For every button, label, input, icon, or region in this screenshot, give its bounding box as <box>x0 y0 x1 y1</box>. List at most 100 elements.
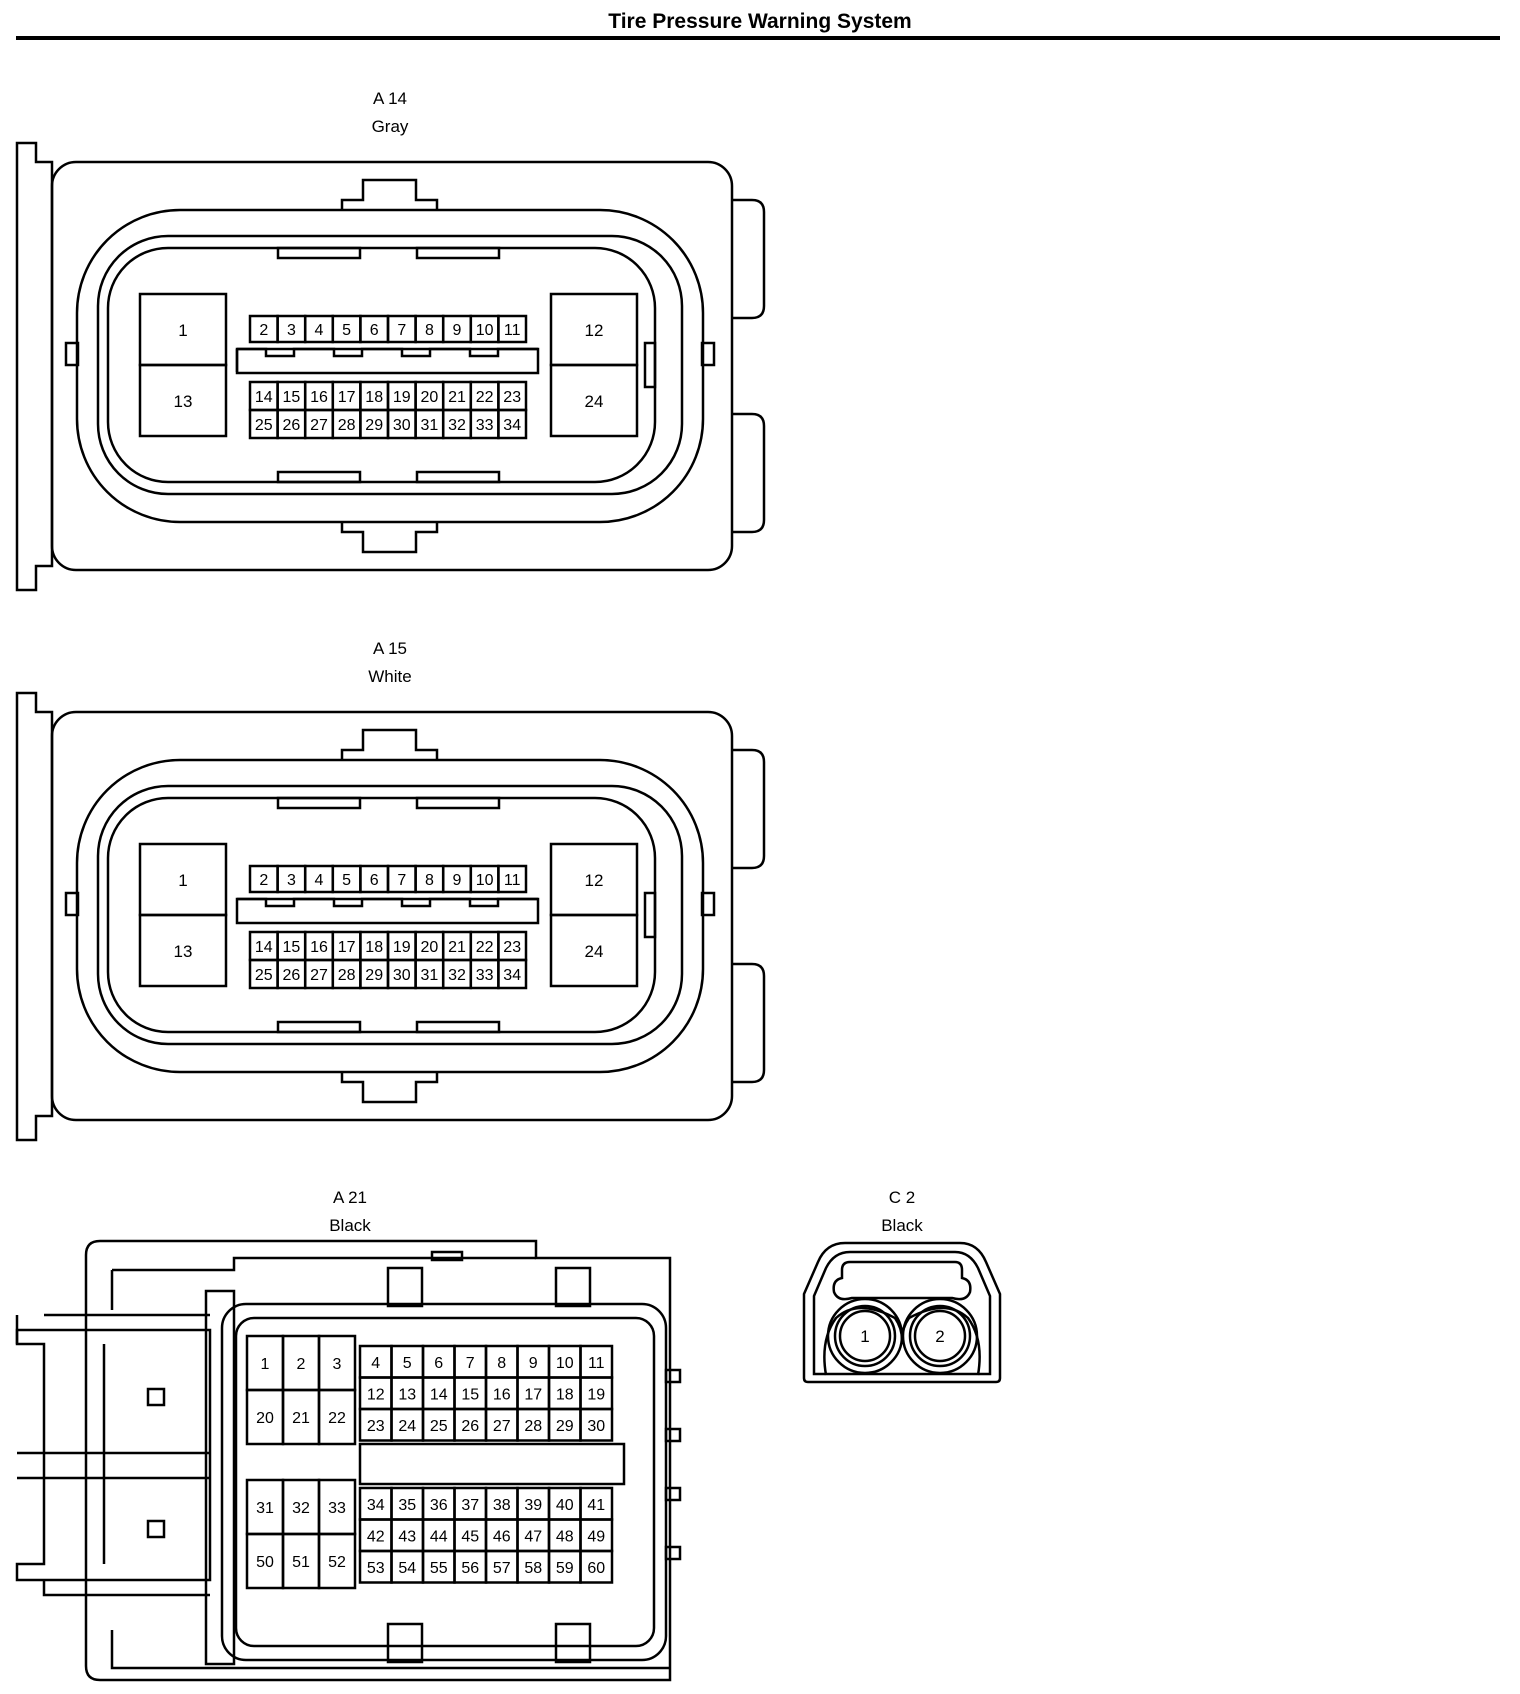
connector-a15-id: A 15 <box>373 639 407 658</box>
connector-a14-pin-label: 34 <box>503 417 521 434</box>
connector-a21-pin-label: 20 <box>256 1410 274 1427</box>
connector-a14-pin-label: 19 <box>393 389 411 406</box>
connector-a21-pin-label: 56 <box>461 1560 479 1577</box>
connector-c2-pin-ring <box>901 1297 979 1375</box>
connector-a14-pin-label: 15 <box>283 389 301 406</box>
connector-a21-pin-label: 28 <box>524 1418 542 1435</box>
connector-a15-cavity-inner <box>106 796 657 1034</box>
connector-a15-comb <box>235 897 540 925</box>
connector-a15-key-top-left <box>276 796 362 810</box>
connector-a21-pin-label: 50 <box>256 1554 274 1571</box>
connector-a21-pin-label: 59 <box>556 1560 574 1577</box>
connector-a15-big-pins: 1 13 12 24 <box>138 842 639 988</box>
connector-a21-pin-label: 5 <box>403 1355 412 1372</box>
connector-a15-pin-label: 27 <box>310 967 328 984</box>
connector-a15-pin-label: 5 <box>342 872 351 889</box>
connector-a14-seal <box>75 208 705 524</box>
connector-c2-pin-label: 2 <box>935 1327 944 1346</box>
connector-a21-pin-label: 51 <box>292 1554 310 1571</box>
connector-a15-comb-teeth <box>237 897 538 908</box>
connector-a21-pin-label: 26 <box>461 1418 479 1435</box>
connector-a14-id: A 14 <box>373 89 407 108</box>
connector-a21-pin <box>317 1532 357 1590</box>
connector-a21-pin-label: 45 <box>461 1528 479 1545</box>
connector-a21-bottom-latch-right <box>554 1622 592 1664</box>
connector-a21-top-bump <box>430 1250 464 1262</box>
connector-a14-pin-label: 6 <box>370 322 379 339</box>
connector-a15-pin-label: 22 <box>476 939 494 956</box>
connector-a21-pin-label: 4 <box>371 1355 380 1372</box>
connector-a14-pin-label: 33 <box>476 417 494 434</box>
connector-a15-right-tab-upper <box>732 748 766 870</box>
connector-a14-pin-label: 21 <box>448 389 466 406</box>
connector-a15-pin-label: 19 <box>393 939 411 956</box>
connector-a21-pin <box>579 1407 614 1442</box>
connector-a15-housing <box>50 710 734 1122</box>
connector-a14-pin <box>497 408 528 440</box>
connector-a14-pin-label: 27 <box>310 417 328 434</box>
connector-a14-pin <box>497 314 528 344</box>
connector-a14-pin-label: 7 <box>397 322 406 339</box>
connector-a14-pin-label: 14 <box>255 389 273 406</box>
connector-a15-pin-label: 9 <box>453 872 462 889</box>
connector-a21-pin-label: 16 <box>493 1386 511 1403</box>
connector-a14-housing <box>50 160 734 572</box>
connector-c2-latch <box>832 1260 972 1301</box>
connector-c2-pin <box>838 1309 892 1363</box>
connector-a21-pin-label: 10 <box>556 1355 574 1372</box>
connector-a21-pin-label: 29 <box>556 1418 574 1435</box>
connector-a14-pin-label: 30 <box>393 417 411 434</box>
connector-a14-cavity <box>96 234 684 496</box>
connector-a15-pin-label: 25 <box>255 967 273 984</box>
connector-a14-pin-label: 2 <box>259 322 268 339</box>
connector-a14-cavity-inner <box>106 246 657 484</box>
connector-a21-pin-label: 18 <box>556 1386 574 1403</box>
connector-a14-key-right <box>700 341 716 367</box>
connector-a21-pin-label: 11 <box>588 1355 605 1372</box>
connector-a15-bottom-latch <box>340 1072 439 1104</box>
connector-a14-pin-label: 25 <box>255 417 273 434</box>
connector-a15-cavity <box>96 784 684 1046</box>
connector-a21-pin-label: 33 <box>328 1500 346 1517</box>
connector-a21-lever-slot-lower <box>146 1519 166 1539</box>
connector-a21-pin-label: 35 <box>398 1497 416 1514</box>
connector-a15-side-flange <box>15 691 54 1142</box>
connector-c2-housing-inner <box>812 1250 992 1376</box>
connector-a21-pin-label: 39 <box>524 1497 542 1514</box>
connector-a15-key-left <box>64 891 80 917</box>
connector-a21-pin-label: 36 <box>430 1497 448 1514</box>
title-rule <box>16 36 1500 40</box>
connector-a14-pin-label: 4 <box>315 322 324 339</box>
connector-a21-lever-arm <box>15 1328 212 1582</box>
connector-a14-pin-label: 31 <box>421 417 439 434</box>
connector-a21-pin <box>579 1549 614 1584</box>
connector-a14-pin-label: 10 <box>476 322 494 339</box>
connector-c2-color: Black <box>881 1216 923 1235</box>
connector-a21-pin-label: 27 <box>493 1418 511 1435</box>
connector-a21-pin-label: 8 <box>497 1355 506 1372</box>
connector-a14-pin-label: 26 <box>283 417 301 434</box>
connector-a14-big-pin <box>138 363 228 438</box>
connector-a15-big-pin <box>138 913 228 988</box>
connector-a14-key-top-left <box>276 246 362 260</box>
connector-c2-pin-ring <box>908 1304 972 1368</box>
connector-a15-key-bottom-left <box>276 1020 362 1034</box>
connector-a15-key-right <box>700 891 716 917</box>
connector-a14-pin-label: 22 <box>476 389 494 406</box>
connector-a15-pin-label: 29 <box>365 967 383 984</box>
connector-a21-right-key <box>664 1545 682 1561</box>
connector-a15-pin-label: 8 <box>425 872 434 889</box>
connector-a14-right-tab-lower <box>732 412 766 534</box>
connector-a14-big-pin <box>549 363 639 438</box>
connector-a21-id: A 21 <box>333 1188 367 1207</box>
connector-a15-pin-label: 2 <box>259 872 268 889</box>
connector-a15-pin-label: 23 <box>503 939 521 956</box>
connector-a21-center-divider <box>358 1442 626 1486</box>
connector-a21-pin-label: 47 <box>524 1528 542 1545</box>
connector-a21-pin-label: 41 <box>587 1497 605 1514</box>
connector-a14-key-bottom-right <box>415 470 501 484</box>
connector-a15-key-top-right <box>415 796 501 810</box>
connector-a14-pin-label: 3 <box>287 322 296 339</box>
